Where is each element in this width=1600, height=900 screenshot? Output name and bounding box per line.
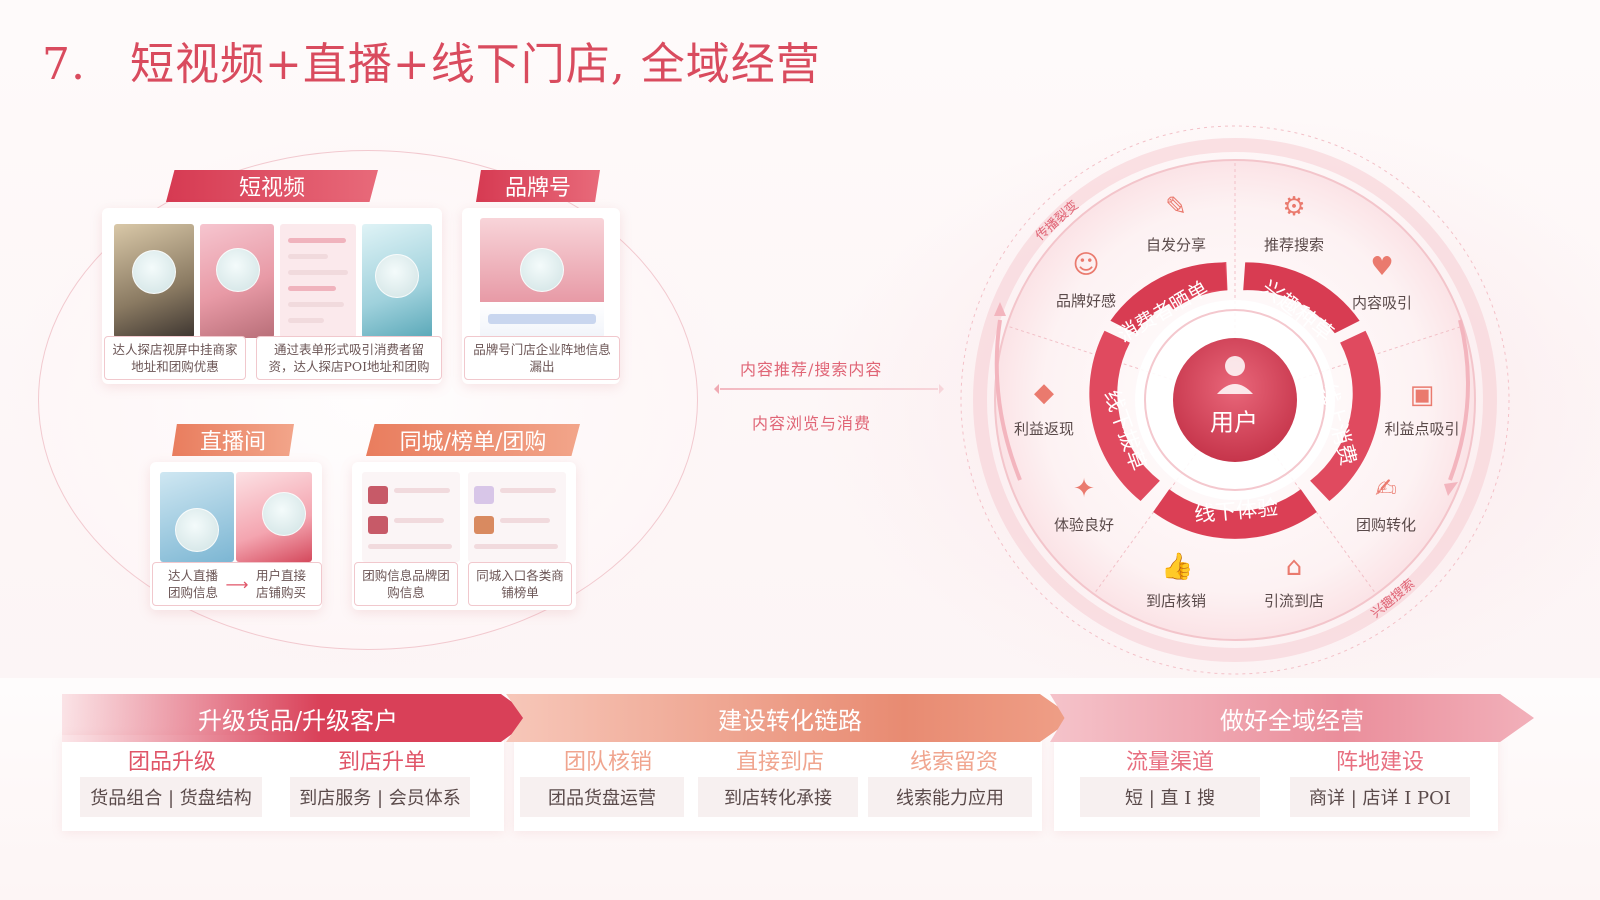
wheel-dividers (1006, 160, 1464, 595)
outer-label-benefit: 利益点吸引 (1384, 420, 1460, 438)
blurred-face (216, 248, 260, 292)
outer-label-content: 内容吸引 (1351, 294, 1413, 312)
item-box-lead-ability: 线索能力应用 (868, 777, 1032, 817)
brand-caption: 品牌号门店企业阵地信息漏出 (464, 336, 620, 380)
short-video-thumb-2 (200, 224, 274, 338)
tag-brand: 品牌号 (476, 170, 600, 202)
live-thumb-2 (236, 472, 312, 562)
middle-top-text: 内容推荐/搜索内容 (740, 360, 883, 379)
short-video-thumb-1 (114, 224, 194, 338)
heart-icon: ♥ (1370, 252, 1394, 282)
thumbs-up-icon: 👍 (1161, 552, 1194, 582)
banner-omnichannel: 做好全域经营 (1050, 694, 1534, 742)
banner-conversion: 建设转化链路 (506, 694, 1074, 742)
tag-short-video: 短视频 (166, 170, 378, 202)
ring-segments (1089, 262, 1381, 539)
item-head-group-upgrade: 团品升级 (127, 750, 217, 775)
item-head-traffic: 流量渠道 (1125, 750, 1215, 775)
title-number: 7. (42, 39, 86, 90)
item-head-team-redeem: 团队核销 (563, 750, 653, 775)
price-tag-icon: ◆ (1034, 378, 1054, 408)
sparkle-icon: ✦ (1073, 474, 1095, 504)
center-disc (1173, 338, 1297, 462)
outer-label-traffic: 引流到店 (1263, 592, 1325, 610)
item-head-store-upgrade: 到店升单 (337, 750, 427, 775)
item-box-service: 到店服务 | 会员体系 (290, 777, 470, 817)
brand-thumb (480, 218, 604, 338)
outer-label-share: 自发分享 (1145, 236, 1207, 254)
item-head-direct-store: 直接到店 (735, 750, 825, 775)
outer-label-redeem: 到店核销 (1145, 592, 1207, 610)
short-video-thumb-4 (362, 224, 432, 338)
outer-label-experience: 体验良好 (1053, 516, 1115, 534)
store-icon: ⌂ (1285, 552, 1303, 582)
item-box-store-conversion: 到店转化承接 (698, 777, 858, 817)
item-box-poi: 商详 | 店详 I POI (1290, 777, 1470, 817)
title-text: 短视频+直播+线下门店, 全域经营 (129, 39, 821, 90)
local-thumb-2 (468, 472, 566, 562)
item-box-goods: 货品组合 | 货盘结构 (80, 777, 262, 817)
outer-label-cashback: 利益返现 (1013, 420, 1075, 438)
outer-flow-ring (973, 138, 1497, 662)
item-head-lead: 线索留资 (909, 750, 999, 775)
item-head-position: 阵地建设 (1335, 750, 1425, 775)
outer-label-goodwill: 品牌好感 (1055, 292, 1117, 310)
ticket-icon: ▣ (1409, 380, 1435, 410)
outer-label-search: 推荐搜索 (1263, 236, 1325, 254)
short-video-caption-1: 达人探店视屏中挂商家地址和团购优惠 (104, 336, 246, 380)
blurred-face (262, 492, 306, 536)
local-caption-right: 同城入口各类商铺榜单 (468, 562, 572, 606)
middle-bottom-text: 内容浏览与消费 (752, 414, 872, 433)
tag-live: 直播间 (172, 424, 294, 456)
banner-upgrade: 升级货品/升级客户 (62, 694, 534, 742)
live-caption-left: 达人直播团购信息 (167, 568, 218, 600)
right-arrow-icon: ⟶ (225, 574, 249, 594)
user-journey-wheel (960, 125, 1510, 675)
center-label: 用户 (1210, 408, 1258, 437)
page-title: 7. 短视频+直播+线下门店, 全域经营 (42, 28, 821, 92)
user-icon (1217, 356, 1253, 394)
blurred-face (375, 254, 419, 298)
smile-icon: ☺ (1072, 250, 1100, 280)
short-video-thumb-3 (280, 224, 356, 338)
short-video-caption-2: 通过表单形式吸引消费者留资，达人探店POI地址和团购 (256, 336, 442, 380)
item-box-channels: 短 | 直 I 搜 (1080, 777, 1260, 817)
live-caption-right: 用户直接店铺购买 (255, 568, 306, 600)
live-caption-box: 达人直播团购信息 ⟶ 用户直接店铺购买 (152, 562, 322, 606)
local-caption-left: 团购信息品牌团购信息 (354, 562, 458, 606)
left-flow-arrow (994, 319, 1022, 481)
right-flow-arrow (1448, 319, 1470, 481)
local-thumb-1 (362, 472, 460, 562)
edit-note-icon: ✎ (1165, 192, 1187, 222)
search-settings-icon: ⚙ (1282, 192, 1306, 222)
outer-dashed-ring (960, 125, 1510, 675)
inner-thin-ring (1144, 309, 1326, 491)
tag-local: 同城/榜单/团购 (366, 424, 580, 456)
live-card (150, 462, 322, 610)
blurred-face (520, 248, 564, 292)
blurred-face (132, 250, 176, 294)
bidirectional-arrow (714, 384, 944, 394)
live-thumb-1 (160, 472, 234, 562)
outer-label-groupbuy: 团购转化 (1355, 516, 1417, 534)
edit-doc-icon: ✍ (1375, 474, 1397, 504)
item-box-goods-ops: 团品货盘运营 (520, 777, 684, 817)
blurred-face (175, 508, 219, 552)
